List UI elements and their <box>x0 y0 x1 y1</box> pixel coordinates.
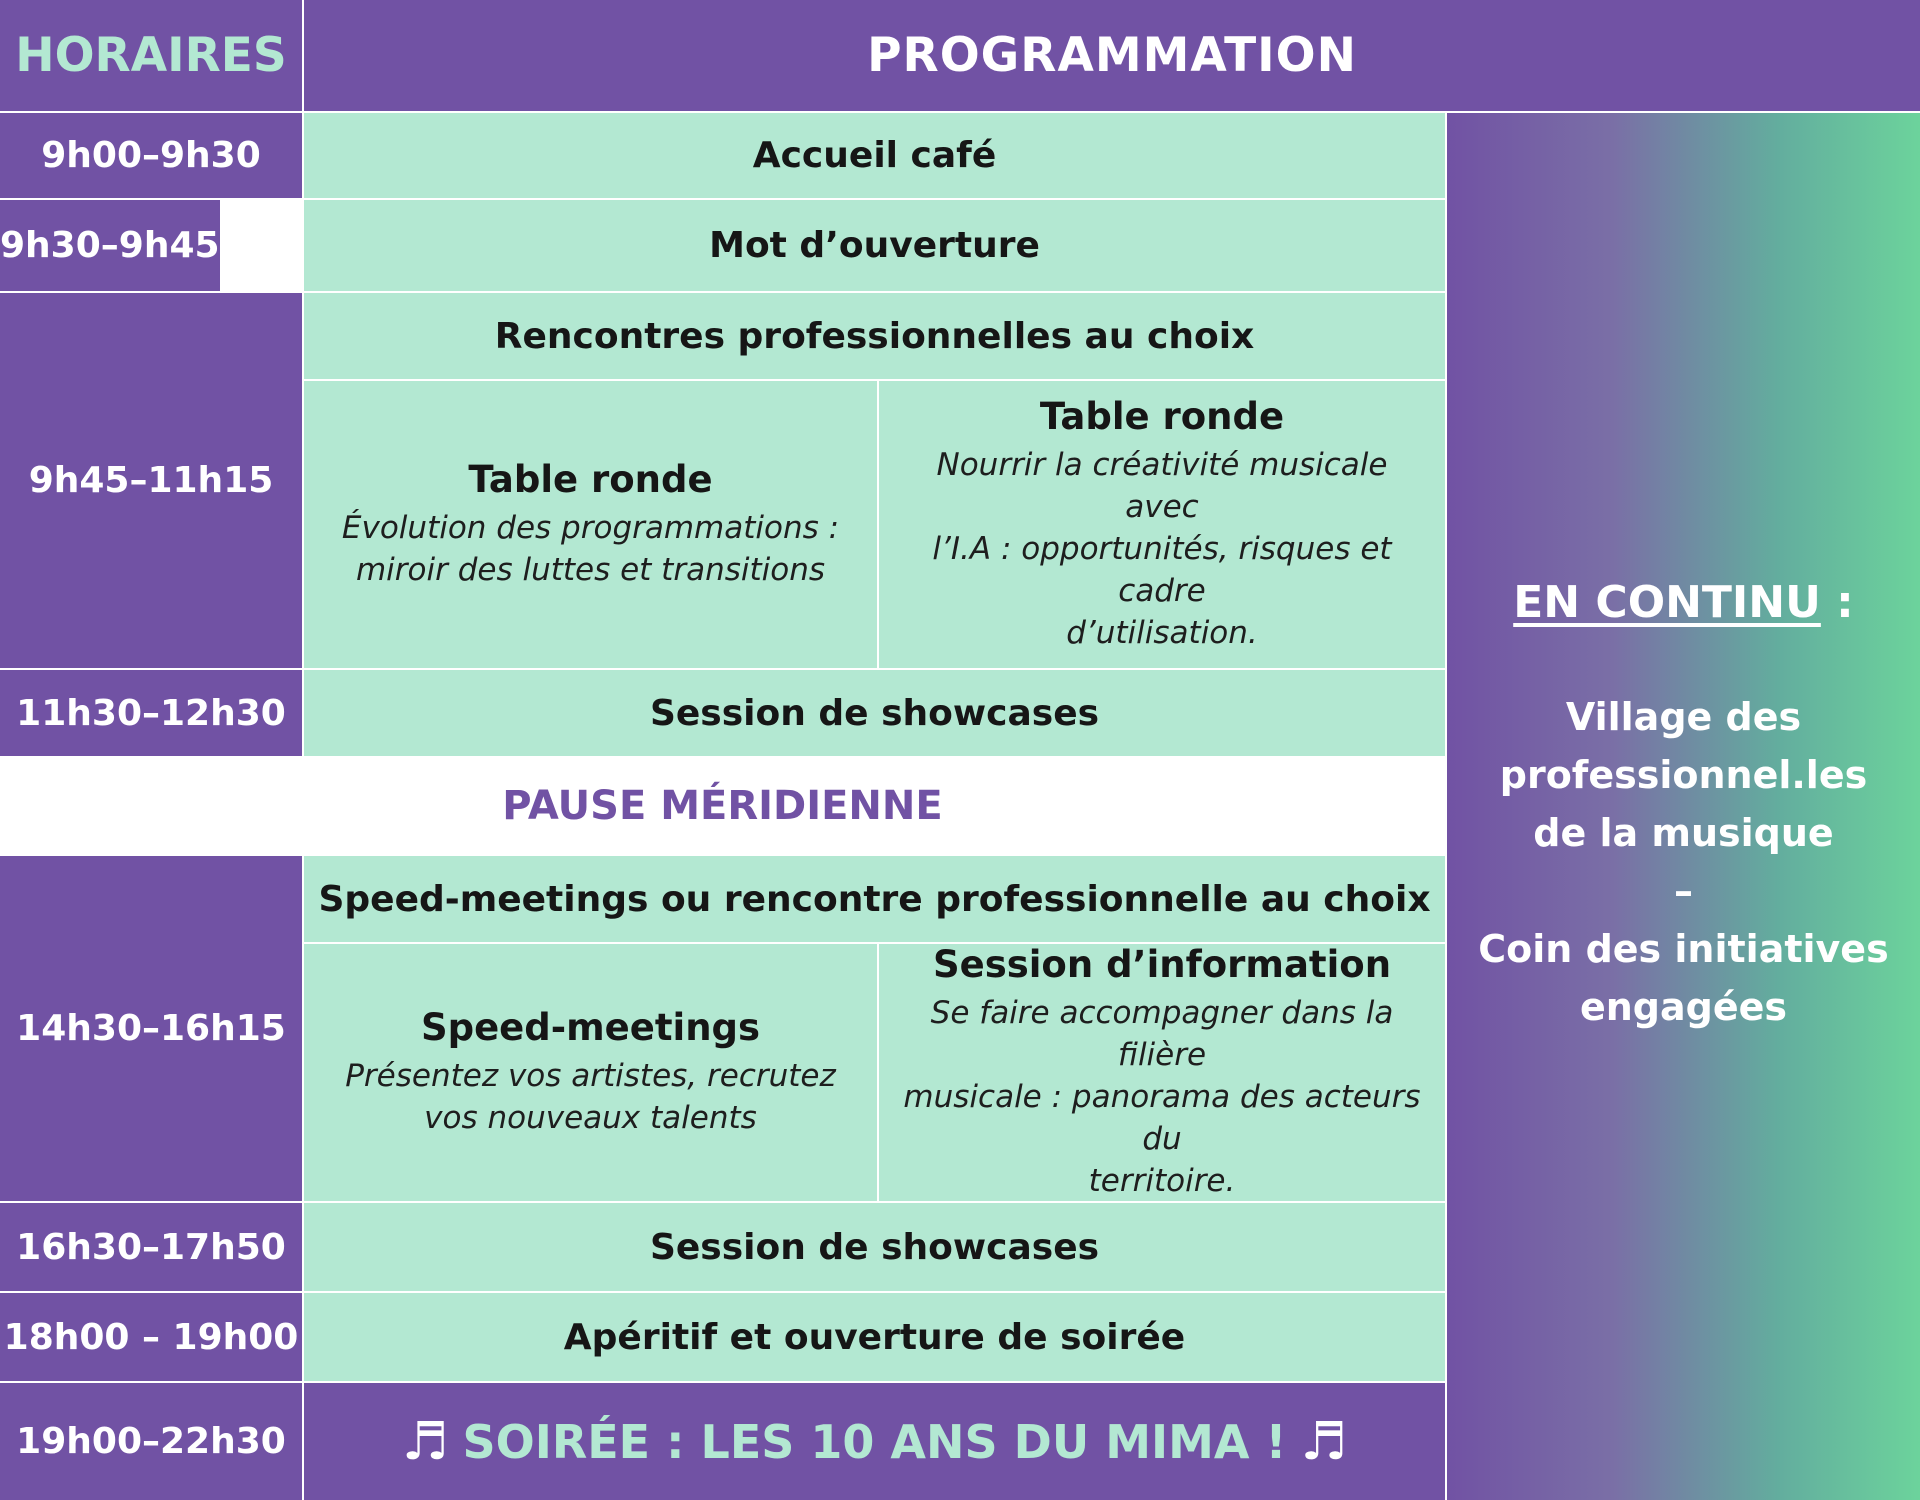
time-cell: 14h30–16h15 <box>0 856 302 1201</box>
evening-banner: ♬ SOIRÉE : LES 10 ANS DU MIMA ! ♬ <box>304 1383 1445 1500</box>
music-note-icon: ♬ <box>401 1411 449 1472</box>
time-cell: 11h30–12h30 <box>0 670 302 756</box>
header-program: PROGRAMMATION <box>304 0 1920 111</box>
time-cell: 9h45–11h15 <box>0 293 302 668</box>
time-cell: 9h30–9h45 <box>0 200 220 291</box>
program-cell: Speed-meetings ou rencontre professionne… <box>304 856 1445 942</box>
program-cell: Session de showcases <box>304 1203 1445 1291</box>
program-cell: Rencontres professionnelles au choix <box>304 293 1445 379</box>
music-note-icon: ♬ <box>1300 1411 1348 1472</box>
session-title: Speed-meetings <box>420 1006 761 1049</box>
time-cell: 18h00 – 19h00 <box>0 1293 302 1381</box>
evening-title: SOIRÉE : LES 10 ANS DU MIMA ! <box>462 1414 1287 1469</box>
time-cell: 9h00–9h30 <box>0 113 302 198</box>
session-description: Évolution des programmations : miroir de… <box>341 510 840 588</box>
time-cell: 16h30–17h50 <box>0 1203 302 1291</box>
header-times: HORAIRES <box>0 0 302 111</box>
session-description: Nourrir la créativité musicale avec l’I.… <box>932 447 1392 651</box>
session-title: Session d’information <box>932 943 1392 986</box>
program-cell: Apéritif et ouverture de soirée <box>304 1293 1445 1381</box>
program-cell: Mot d’ouverture <box>304 200 1445 291</box>
session-description: Présentez vos artistes, recrutez vos nou… <box>345 1058 836 1136</box>
side-text: de la musique <box>1533 811 1834 855</box>
side-text: professionnel.les <box>1499 753 1868 797</box>
session-title: Table ronde <box>1039 395 1285 438</box>
side-text: engagées <box>1579 985 1788 1029</box>
program-cell: Accueil café <box>304 113 1445 198</box>
session-card: Table ronde Nourrir la créativité musica… <box>879 381 1445 668</box>
time-cell: 19h00–22h30 <box>0 1383 302 1500</box>
program-cell: Session de showcases <box>304 670 1445 756</box>
session-description: Se faire accompagner dans la filière mus… <box>903 995 1421 1199</box>
side-separator: – <box>1674 869 1693 913</box>
session-card: Speed-meetings Présentez vos artistes, r… <box>304 944 877 1201</box>
session-title: Table ronde <box>468 458 713 501</box>
side-text: Village des <box>1565 695 1802 739</box>
lunch-break: PAUSE MÉRIDIENNE <box>0 756 1445 856</box>
session-card: Table ronde Évolution des programmations… <box>304 381 877 668</box>
continuous-panel: EN CONTINU : Village des professionnel.l… <box>1447 113 1920 1500</box>
side-text: Coin des initiatives <box>1478 927 1889 971</box>
continuous-heading: EN CONTINU : <box>1513 577 1854 628</box>
session-card: Session d’information Se faire accompagn… <box>879 943 1445 1201</box>
